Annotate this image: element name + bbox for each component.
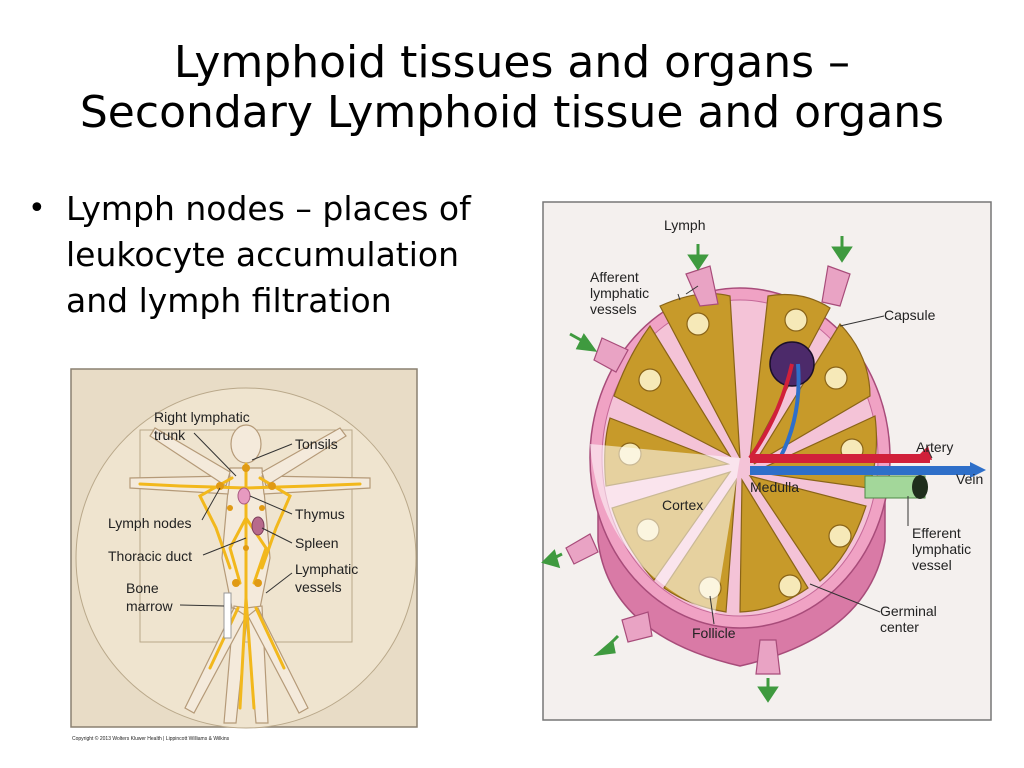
label-lymph: Lymph	[664, 217, 706, 233]
label-efferent-2: lymphatic	[912, 541, 971, 557]
label-afferent-2: lymphatic	[590, 285, 649, 301]
label-capsule: Capsule	[884, 307, 936, 323]
label-vein: Vein	[956, 471, 983, 487]
label-lymphatic-vessels: Lymphatic	[295, 561, 358, 577]
label-bone-marrow-2: marrow	[126, 598, 174, 614]
copyright-text: Copyright © 2013 Wolters Kluwer Health |…	[72, 735, 230, 742]
vein-branch	[778, 363, 801, 459]
lymphatic-system-figure: Right lymphatic trunk Tonsils Lymph node…	[70, 368, 418, 742]
vein-arrow-icon	[970, 462, 986, 478]
artery-arrow-icon	[916, 446, 932, 460]
spleen-shape	[251, 516, 265, 536]
label-lymphatic-vessels-2: vessels	[295, 579, 342, 595]
bullet-dot-icon: •	[28, 191, 46, 226]
node-leader-lines	[677, 285, 933, 625]
lymph-node-dots	[216, 464, 276, 587]
human-figure	[129, 424, 371, 724]
label-follicle: Follicle	[692, 625, 736, 641]
artery-branch	[748, 363, 794, 460]
label-right-lymphatic-trunk: Right lymphatic	[154, 409, 250, 425]
label-spleen: Spleen	[295, 535, 339, 551]
lymph-node-figure: Lymph Afferent lymphatic vessels Capsule…	[541, 201, 992, 721]
artery-vessel	[750, 454, 930, 463]
label-artery: Artery	[916, 439, 953, 455]
vein-vessel	[750, 466, 970, 475]
label-cortex: Cortex	[662, 497, 703, 513]
label-germinal-center-2: center	[880, 619, 919, 635]
label-thymus: Thymus	[295, 506, 345, 522]
bullet-list: • Lymph nodes – places of leukocyte accu…	[28, 186, 528, 324]
label-afferent: Afferent	[590, 269, 639, 285]
bullet-item: Lymph nodes – places of leukocyte accumu…	[66, 189, 471, 320]
slide-title: Lymphoid tissues and organs – Secondary …	[0, 38, 1024, 138]
label-right-lymphatic-trunk-2: trunk	[154, 427, 186, 443]
label-thoracic-duct: Thoracic duct	[108, 548, 192, 564]
label-tonsils: Tonsils	[295, 436, 338, 452]
lymph-flow-arrows	[541, 236, 853, 703]
lymph-network	[138, 462, 362, 710]
label-efferent: Efferent	[912, 525, 961, 541]
bone-marrow-shape	[223, 592, 232, 639]
label-medulla: Medulla	[750, 479, 799, 495]
thymus-shape	[237, 487, 251, 505]
title-line-1: Lymphoid tissues and organs –	[173, 37, 851, 88]
label-efferent-3: vessel	[912, 557, 952, 573]
label-afferent-3: vessels	[590, 301, 637, 317]
figure-leader-lines	[179, 432, 293, 607]
title-line-2: Secondary Lymphoid tissue and organs	[79, 87, 945, 138]
afferent-vessels	[565, 265, 851, 675]
cut-away-highlight	[590, 444, 740, 614]
label-bone-marrow: Bone	[126, 580, 159, 596]
label-lymph-nodes: Lymph nodes	[108, 515, 192, 531]
efferent-vessel-opening	[912, 475, 928, 499]
label-germinal-center: Germinal	[880, 603, 937, 619]
